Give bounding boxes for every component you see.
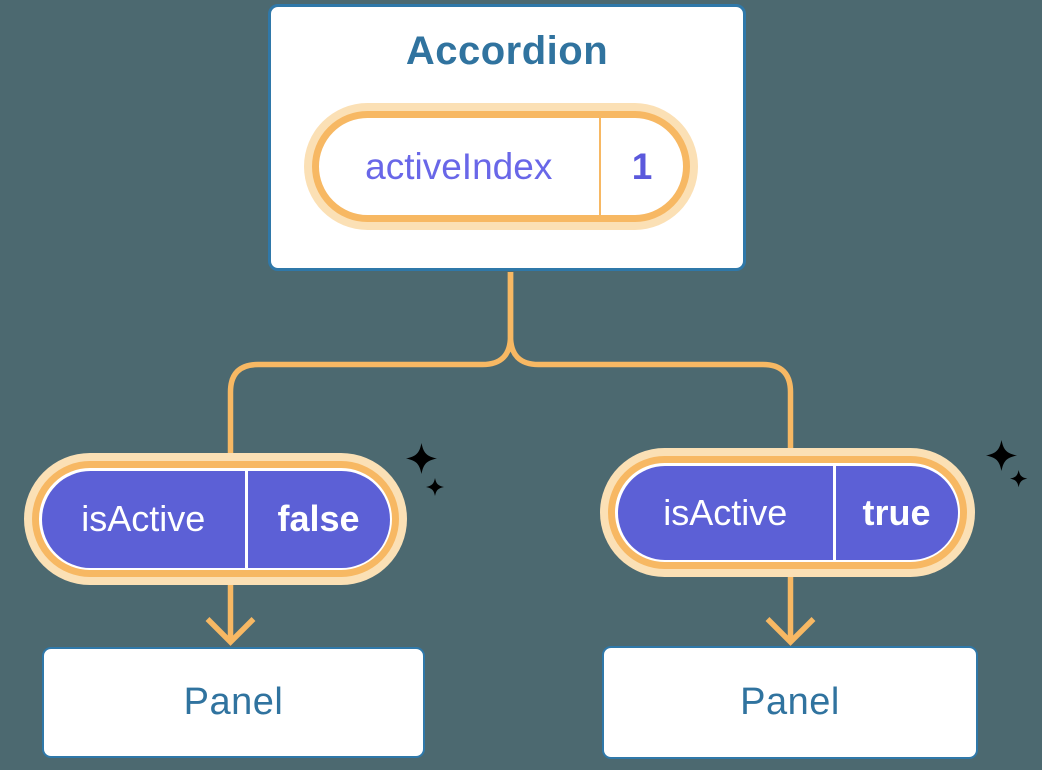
panel-title: Panel: [183, 681, 284, 723]
panel-card-right: Panel: [602, 646, 978, 759]
panel-card-left: Panel: [42, 647, 425, 758]
branch-left-line: [227, 272, 514, 458]
sparkle-icon: [406, 443, 444, 496]
prop-pill-label: isActive: [663, 491, 788, 533]
panel-title: Panel: [740, 681, 840, 723]
pill-divider: [833, 465, 836, 560]
prop-pill-is-active-true: isActive true: [608, 456, 967, 569]
state-pill-active-index: activeIndex 1: [312, 111, 690, 222]
state-pill-value: 1: [631, 145, 653, 187]
branch-right-line: [507, 272, 794, 453]
pill-divider: [245, 470, 248, 568]
arrow-down-icon: [765, 574, 816, 646]
prop-pill-value: true: [862, 491, 931, 533]
prop-pill-label: isActive: [81, 498, 206, 539]
prop-pill-inner: isActive false: [41, 470, 390, 568]
prop-pill-is-active-false: isActive false: [32, 461, 399, 577]
arrow-down-icon: [205, 582, 256, 646]
sparkle-icon: [986, 440, 1028, 488]
pill-divider: [598, 118, 601, 215]
state-pill-label: activeIndex: [365, 145, 553, 187]
prop-pill-value: false: [277, 498, 360, 539]
prop-pill-inner: isActive true: [617, 465, 958, 560]
accordion-title: Accordion: [405, 29, 609, 73]
